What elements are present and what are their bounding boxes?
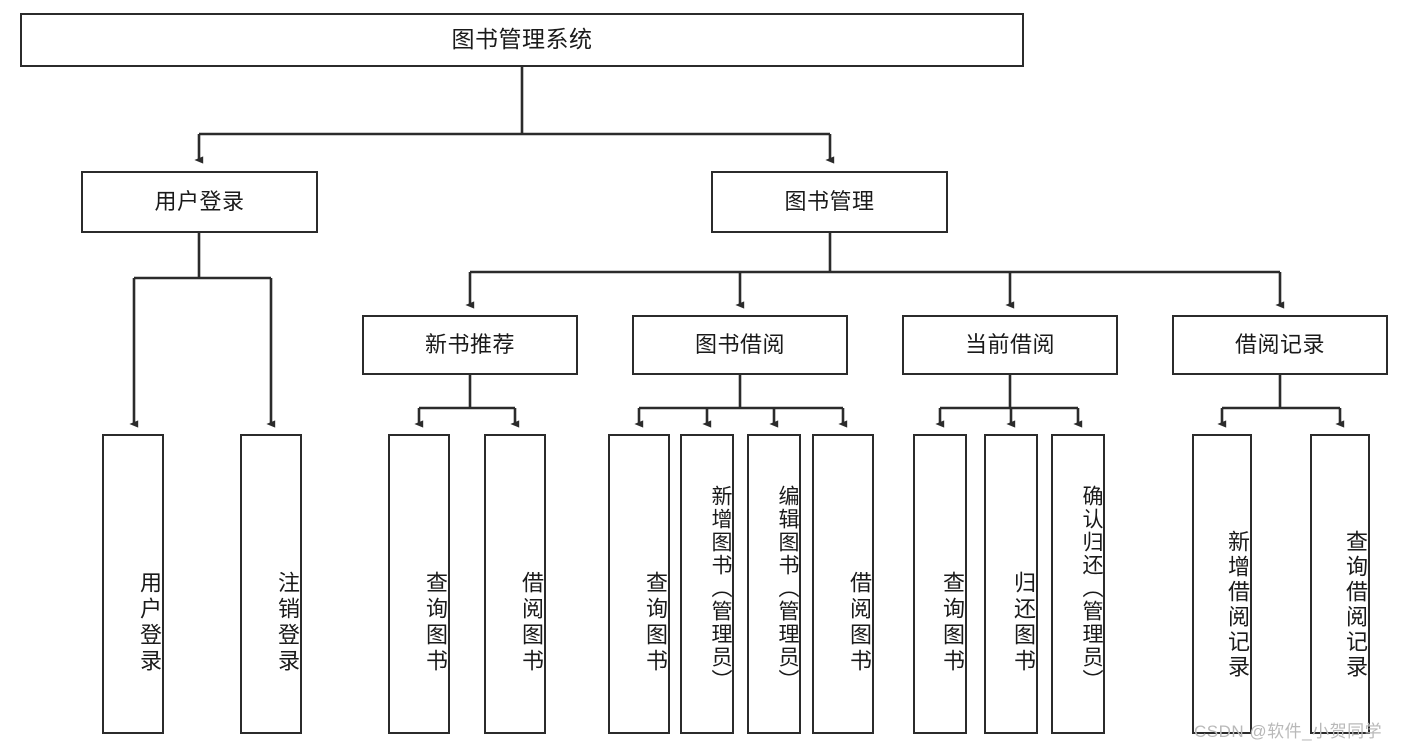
node-book-manage[interactable]: 图书管理 [711,171,948,233]
node-borrow-record[interactable]: 借阅记录 [1172,315,1388,375]
leaf-recommend-borrow-book[interactable]: 借阅图书 [484,434,546,734]
leaf-recommend-query-book-label: 查询图书 [423,571,448,675]
leaf-current-query-book-label: 查询图书 [940,571,965,675]
leaf-borrow-lend-book[interactable]: 借阅图书 [812,434,874,734]
leaf-record-query[interactable]: 查询借阅记录 [1310,434,1370,734]
node-user-login[interactable]: 用户登录 [81,171,318,233]
node-book-manage-label: 图书管理 [784,189,875,215]
leaf-recommend-query-book[interactable]: 查询图书 [388,434,450,734]
leaf-borrow-edit-book-admin[interactable]: 编辑图书（管理员） [747,434,801,734]
leaf-user-login-label: 用户登录 [137,571,162,675]
leaf-current-return-book[interactable]: 归还图书 [984,434,1038,734]
leaf-borrow-query-book[interactable]: 查询图书 [608,434,670,734]
leaf-borrow-query-book-label: 查询图书 [643,571,668,675]
node-current-borrow-label: 当前借阅 [964,332,1055,358]
leaf-current-confirm-return-admin[interactable]: 确认归还（管理员） [1051,434,1105,734]
leaf-current-confirm-return-admin-label: 确认归还（管理员） [1080,484,1103,692]
leaf-borrow-add-book-admin[interactable]: 新增图书（管理员） [680,434,734,734]
leaf-record-add[interactable]: 新增借阅记录 [1192,434,1252,734]
leaf-borrow-lend-book-label: 借阅图书 [847,571,872,675]
csdn-watermark: CSDN @软件_小贺同学 [1194,722,1383,741]
leaf-user-logout[interactable]: 注销登录 [240,434,302,734]
leaf-borrow-add-book-admin-label: 新增图书（管理员） [709,484,732,692]
leaf-user-login[interactable]: 用户登录 [102,434,164,734]
leaf-user-logout-label: 注销登录 [275,571,300,675]
node-new-book-recommend-label: 新书推荐 [424,332,515,358]
node-root[interactable]: 图书管理系统 [20,13,1024,67]
leaf-borrow-edit-book-admin-label: 编辑图书（管理员） [776,484,799,692]
node-current-borrow[interactable]: 当前借阅 [902,315,1118,375]
node-new-book-recommend[interactable]: 新书推荐 [362,315,578,375]
node-book-borrow-label: 图书借阅 [694,332,785,358]
node-user-login-label: 用户登录 [154,189,245,215]
node-root-label: 图书管理系统 [451,26,593,53]
leaf-record-query-label: 查询借阅记录 [1343,530,1368,680]
leaf-recommend-borrow-book-label: 借阅图书 [519,571,544,675]
leaf-current-return-book-label: 归还图书 [1011,571,1036,675]
node-book-borrow[interactable]: 图书借阅 [632,315,848,375]
leaf-current-query-book[interactable]: 查询图书 [913,434,967,734]
node-borrow-record-label: 借阅记录 [1234,332,1325,358]
leaf-record-add-label: 新增借阅记录 [1225,530,1250,680]
